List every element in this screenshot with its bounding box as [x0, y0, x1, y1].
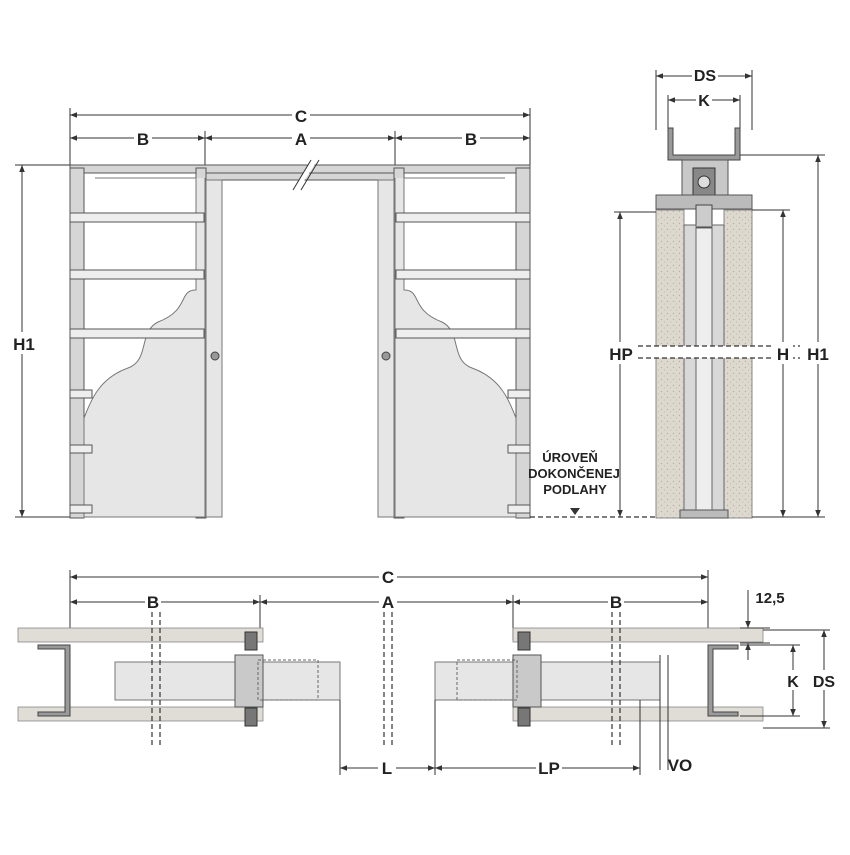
label-k-plan: K — [787, 674, 799, 691]
plan-door-right — [434, 661, 661, 701]
label-h: H — [777, 345, 789, 364]
label-c: C — [295, 107, 307, 126]
label-h1-front: H1 — [13, 335, 35, 354]
section-wall-left — [655, 209, 685, 519]
floor-note-line-3: PODLAHY — [543, 482, 607, 497]
plan-door-left — [114, 661, 341, 701]
top-rail — [69, 164, 531, 174]
left-pocket-frame — [69, 167, 223, 519]
label-lp: LP — [538, 759, 560, 778]
label-b-right-plan: B — [610, 593, 622, 612]
label-a: A — [295, 130, 307, 149]
left-door-handle-icon — [210, 351, 220, 361]
plan-wall-top-right — [512, 627, 764, 643]
plan-view: C B A B — [17, 566, 838, 778]
label-b-left-plan: B — [147, 593, 159, 612]
right-door-handle-icon — [381, 351, 391, 361]
right-door-edge — [377, 179, 395, 518]
label-ds-plan: DS — [813, 674, 836, 691]
label-hp: HP — [609, 345, 633, 364]
plan-wall-bottom-right — [512, 706, 764, 722]
label-b-right: B — [465, 130, 477, 149]
label-l: L — [382, 759, 392, 778]
label-c-plan: C — [382, 568, 394, 587]
floor-level-marker-icon — [570, 508, 580, 515]
label-vo: VO — [668, 756, 693, 775]
label-k-section: K — [698, 93, 710, 110]
vertical-section: DS K HP H — [600, 64, 833, 519]
floor-note-line-2: DOKONČENEJ — [528, 466, 620, 481]
floor-note-line-1: ÚROVEŇ — [542, 450, 598, 465]
plan-wall-bottom-left — [17, 706, 264, 722]
plan-wall-top-left — [17, 627, 264, 643]
section-door-leaf — [695, 227, 713, 519]
left-door-edge — [205, 179, 223, 518]
label-wall-thickness: 12,5 — [755, 590, 784, 607]
label-b-left: B — [137, 130, 149, 149]
label-h1-section: H1 — [807, 345, 829, 364]
header-profile — [667, 127, 741, 161]
section-wall-right — [723, 209, 753, 519]
right-pocket-frame — [377, 167, 531, 519]
label-a-plan: A — [382, 593, 394, 612]
front-elevation: C B A B H1 — [10, 105, 655, 519]
label-ds-section: DS — [694, 68, 717, 85]
